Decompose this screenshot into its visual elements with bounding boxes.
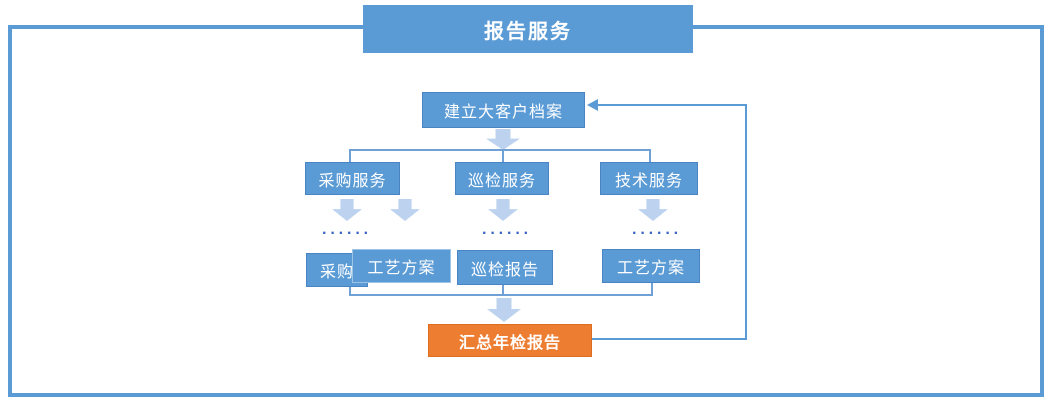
title-banner: 报告服务 bbox=[363, 5, 693, 53]
connector-rise-left bbox=[349, 287, 351, 296]
node-inspection-report: 巡检报告 bbox=[457, 250, 553, 285]
feedback-line-bottom bbox=[592, 338, 747, 340]
connector-drop-right bbox=[649, 149, 651, 163]
ellipsis-procurement: ······ bbox=[322, 225, 372, 242]
connector-drop-left bbox=[349, 149, 351, 163]
node-procurement-service: 采购服务 bbox=[305, 162, 400, 195]
connector-drop-center bbox=[502, 149, 504, 163]
node-summary-annual-report: 汇总年检报告 bbox=[428, 324, 592, 357]
connector-merge-bottom bbox=[349, 294, 653, 296]
feedback-arrowhead-icon bbox=[587, 99, 598, 111]
ellipsis-technical: ······ bbox=[632, 225, 682, 242]
connector-branch-top bbox=[349, 149, 651, 151]
connector-rise-right bbox=[651, 283, 653, 296]
ellipsis-inspection: ······ bbox=[482, 225, 532, 242]
feedback-line-top bbox=[597, 104, 747, 106]
node-build-customer-archive: 建立大客户档案 bbox=[422, 92, 585, 128]
node-inspection-service: 巡检服务 bbox=[455, 162, 549, 195]
node-technical-service: 技术服务 bbox=[600, 162, 698, 195]
feedback-line-right bbox=[745, 104, 747, 340]
node-process-plan-1: 工艺方案 bbox=[352, 249, 451, 283]
connector-rise-center bbox=[502, 285, 504, 296]
node-process-plan-2: 工艺方案 bbox=[602, 249, 700, 283]
